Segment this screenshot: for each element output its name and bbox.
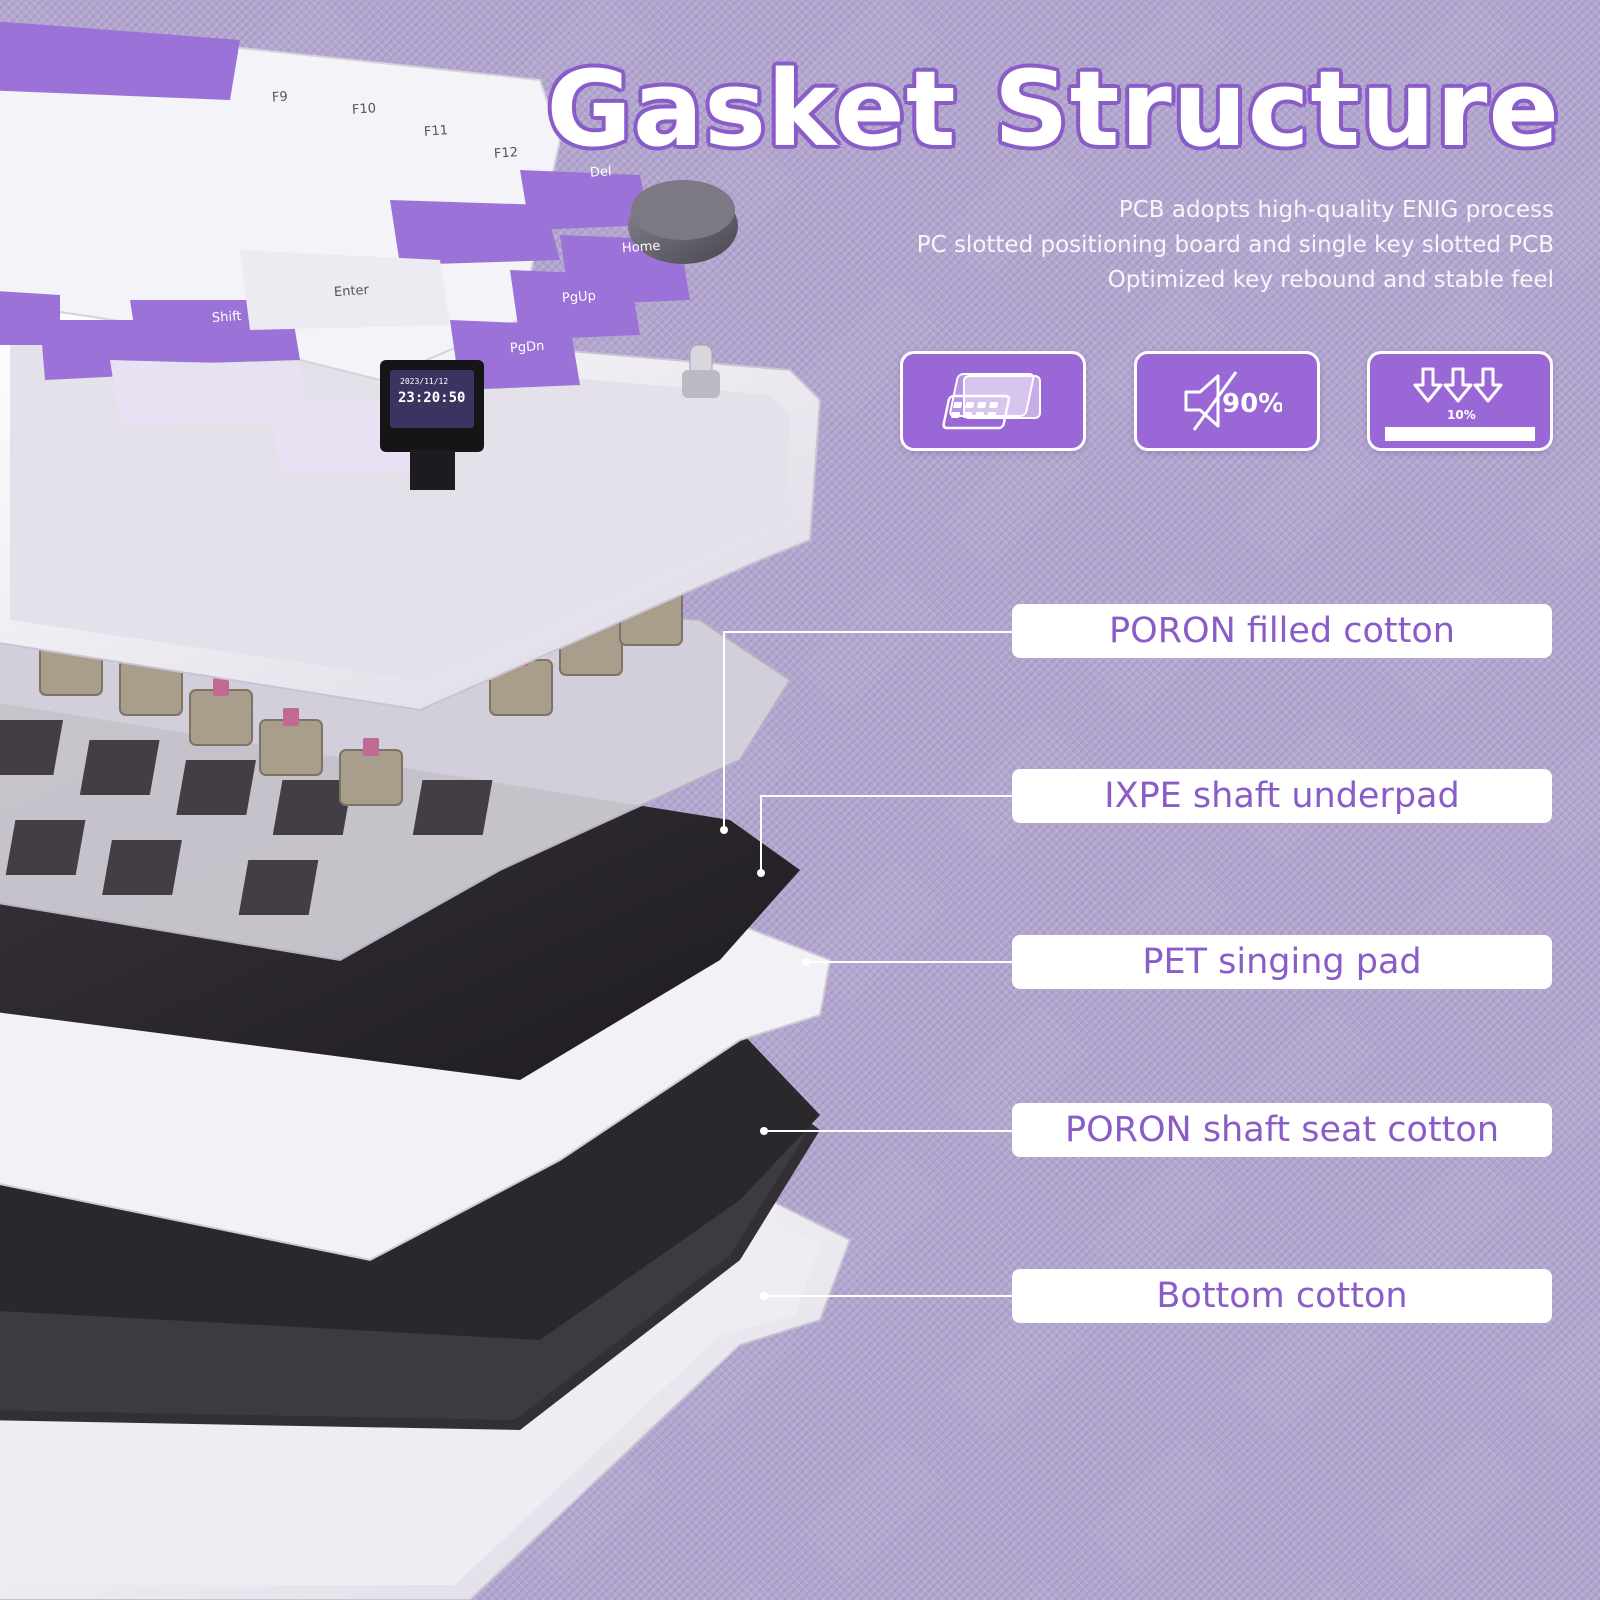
callout-line-ixpe xyxy=(760,795,1012,873)
noise-reduction-value: 90% xyxy=(1222,389,1282,419)
feature-tile-noise-reduction: 90% xyxy=(1134,351,1320,451)
description-line: PC slotted positioning board and single … xyxy=(916,232,1554,258)
muted-speaker-icon: 90% xyxy=(1184,371,1282,431)
screen-time: 23:20:50 xyxy=(398,390,466,406)
rebound-arrows-icon: 10% xyxy=(1385,367,1535,441)
screen-date: 2023/11/12 xyxy=(400,377,449,386)
keycap-field xyxy=(0,21,738,475)
layer-label-ixpe-shaft-underpad: IXPE shaft underpad xyxy=(1012,769,1552,823)
callout-dot xyxy=(760,1127,768,1135)
callout-dot xyxy=(802,958,810,966)
mini-display xyxy=(380,360,484,490)
callout-dot xyxy=(757,869,765,877)
callout-line-poron-filled xyxy=(723,631,1012,830)
description-line: PCB adopts high-quality ENIG process xyxy=(1118,197,1554,223)
callout-dot xyxy=(760,1292,768,1300)
feature-tile-layers xyxy=(900,351,1086,451)
layer-label-bottom-cotton: Bottom cotton xyxy=(1012,1269,1552,1323)
layer-label-poron-shaft-seat-cotton: PORON shaft seat cotton xyxy=(1012,1103,1552,1157)
callout-dot xyxy=(720,826,728,834)
page-title: Gasket Structure xyxy=(546,48,1560,170)
layer-label-pet-singing-pad: PET singing pad xyxy=(1012,935,1552,989)
feature-tile-rebound: 10% xyxy=(1367,351,1553,451)
feature-description: PCB adopts high-quality ENIG process PC … xyxy=(654,193,1554,298)
rebound-value: 10% xyxy=(1447,408,1476,422)
layered-keyboard-icon xyxy=(942,373,1041,430)
layer-label-poron-filled-cotton: PORON filled cotton xyxy=(1012,604,1552,658)
description-line: Optimized key rebound and stable feel xyxy=(1107,267,1554,293)
